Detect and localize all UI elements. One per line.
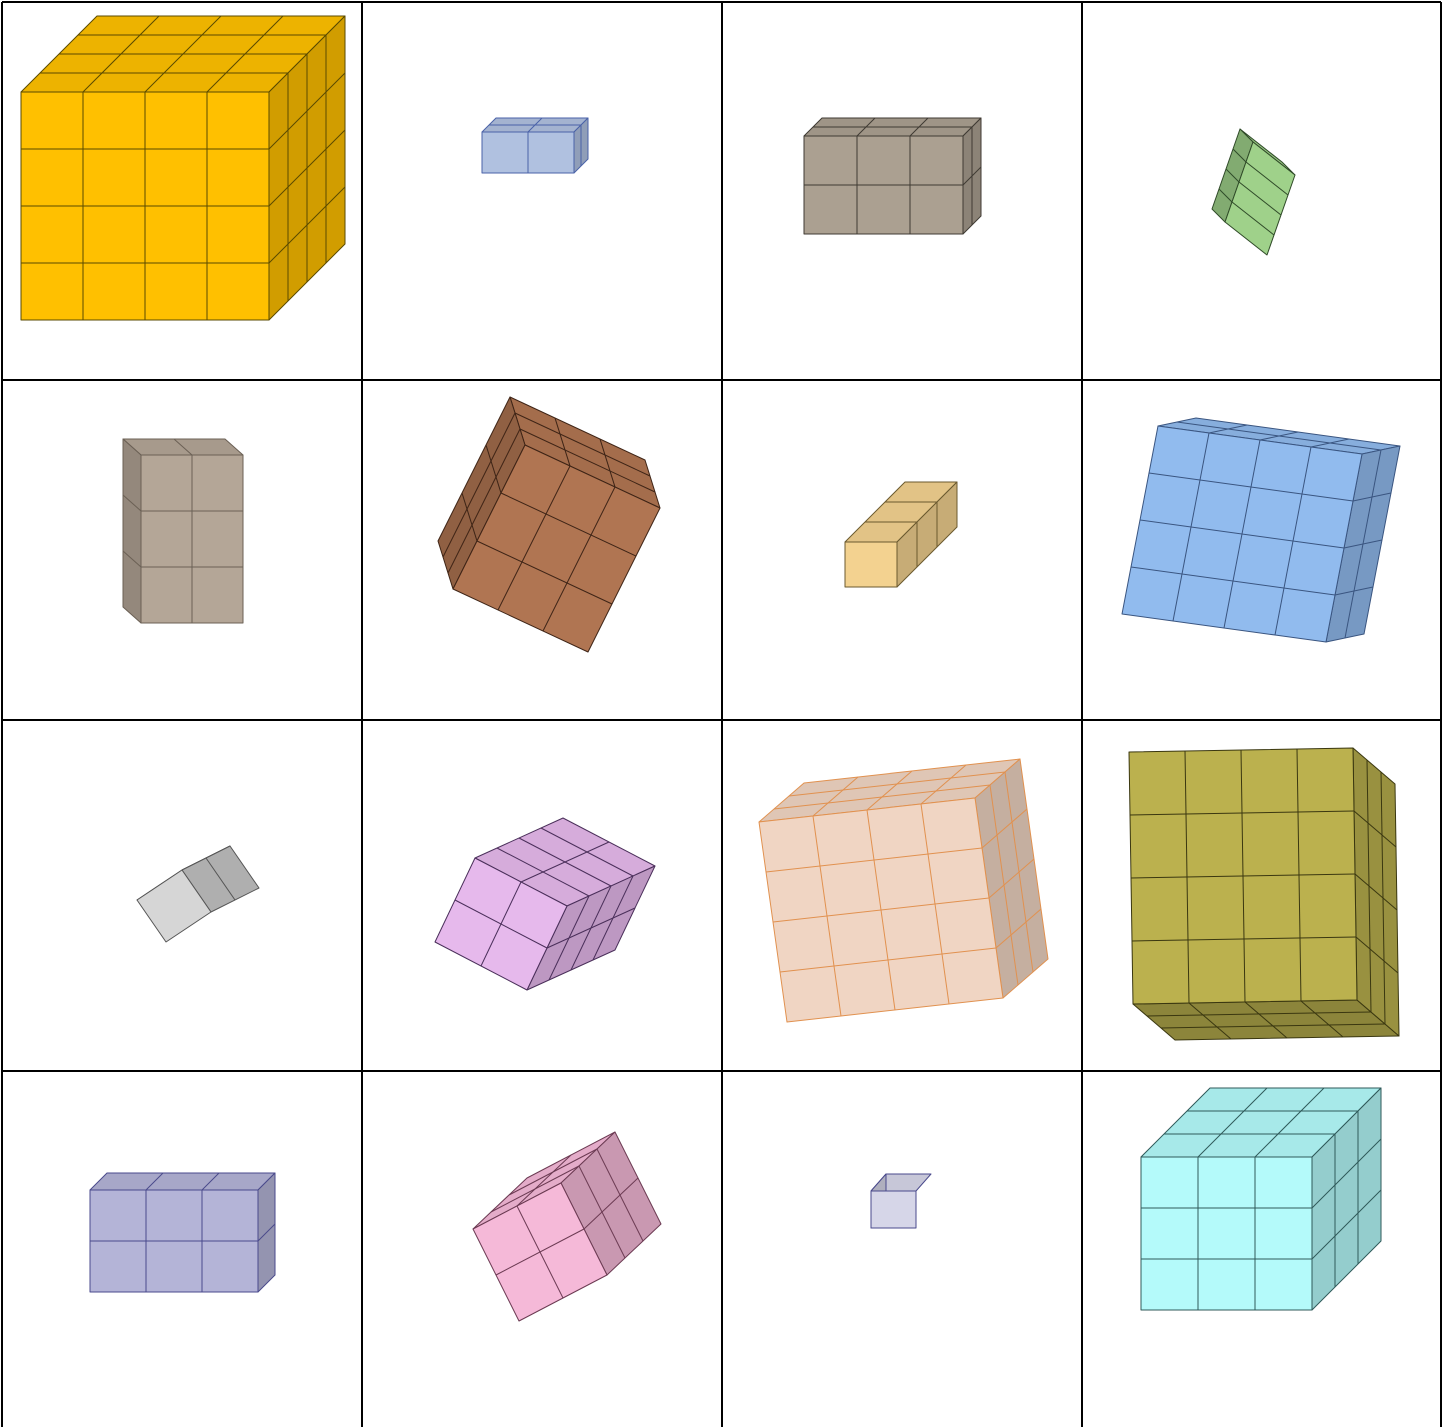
prism-front-face bbox=[845, 542, 897, 587]
prism-r2c2 bbox=[438, 397, 660, 652]
prism-top-face bbox=[90, 1173, 275, 1190]
prism-r2c4 bbox=[1122, 418, 1400, 642]
prism-r4c1 bbox=[90, 1173, 275, 1292]
prism-front-face bbox=[871, 1191, 916, 1228]
prism-r3c2 bbox=[435, 818, 655, 990]
prism-r4c4 bbox=[1141, 1088, 1381, 1310]
prism-side-face bbox=[123, 439, 141, 623]
prism-r3c1 bbox=[137, 846, 259, 942]
prism-r1c1 bbox=[21, 16, 345, 320]
prism-r3c4 bbox=[1129, 748, 1399, 1040]
prism-r4c2 bbox=[473, 1132, 661, 1321]
prism-r2c1 bbox=[123, 439, 243, 623]
prism-r3c3 bbox=[759, 759, 1048, 1022]
prism-r1c3 bbox=[804, 118, 981, 234]
prism-r2c3 bbox=[845, 482, 957, 587]
prism-r1c4 bbox=[1212, 129, 1295, 255]
prism-front-face bbox=[1141, 1157, 1312, 1310]
prism-r1c2 bbox=[482, 118, 588, 173]
prism-r4c3 bbox=[871, 1174, 931, 1228]
